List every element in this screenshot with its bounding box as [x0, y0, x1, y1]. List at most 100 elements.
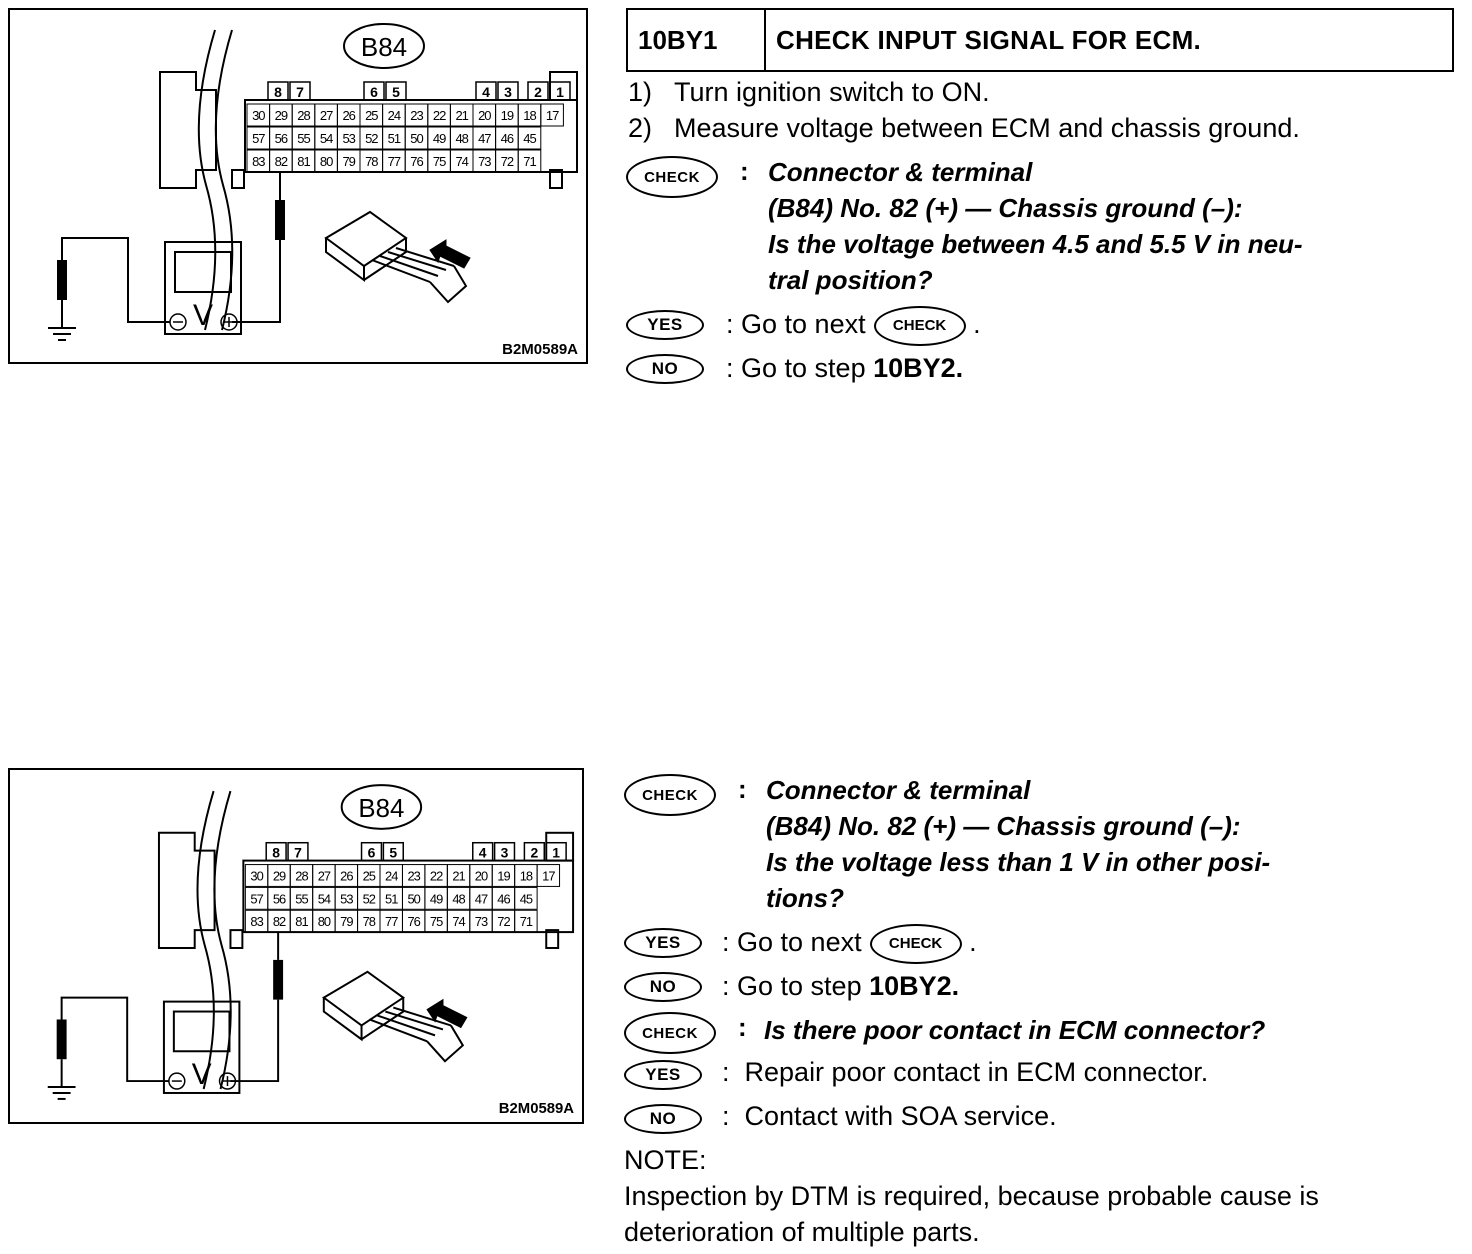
terminal-label: 25: [365, 108, 378, 123]
terminal-cell: [287, 841, 309, 862]
terminal-label: 2: [534, 84, 542, 100]
terminal-label: 52: [365, 131, 378, 146]
terminal-label: 50: [407, 891, 420, 906]
terminal-cell: [536, 864, 561, 887]
connector-tab: [545, 929, 560, 949]
terminal-label: 48: [455, 131, 468, 146]
connector-label-ellipse: [340, 784, 423, 830]
no-answer-1: : Go to step 10BY2.: [726, 353, 964, 383]
positive-sign: [222, 1076, 233, 1087]
terminal-label: 74: [452, 914, 465, 929]
terminal-cell: [545, 841, 567, 862]
instruction-2: 2)Measure voltage between ECM and chassi…: [628, 112, 1300, 144]
terminal-cell: [360, 841, 383, 862]
terminal-label: 83: [252, 154, 265, 169]
terminal-label: 49: [430, 891, 443, 906]
terminal-label: 56: [275, 131, 288, 146]
terminal-label: 82: [275, 154, 288, 169]
terminal-label: 20: [475, 868, 488, 883]
terminal-label: 76: [410, 154, 423, 169]
terminal-cell: [493, 841, 516, 862]
terminal-label: 54: [320, 131, 333, 146]
terminal-label: 7: [296, 84, 304, 100]
terminal-label: 48: [452, 891, 465, 906]
negative-lead: [61, 237, 170, 323]
check-line: (B84) No. 82 (+) — Chassis ground (–):: [768, 193, 1243, 223]
terminal-label: 29: [275, 108, 288, 123]
terminal-label: 52: [363, 891, 376, 906]
terminal-label: 56: [273, 891, 286, 906]
check-line: Is the voltage between 4.5 and 5.5 V in …: [768, 229, 1303, 259]
note-label: NOTE:: [624, 1145, 707, 1175]
voltmeter-symbol: V: [192, 1058, 212, 1091]
positive-terminal: [220, 313, 238, 331]
terminal-label: 54: [318, 891, 331, 906]
terminal-cell: [540, 103, 564, 127]
check-line: tions?: [766, 883, 844, 913]
terminal-label: 51: [388, 131, 401, 146]
terminal-label: 73: [475, 914, 488, 929]
terminal-label: 76: [407, 914, 420, 929]
terminal-cell: [472, 841, 494, 862]
answer-text: Go to next: [741, 309, 866, 340]
terminal-label: 80: [318, 914, 331, 929]
plug-face: [322, 970, 405, 1027]
terminal-label: 81: [295, 914, 308, 929]
plug-wires: [369, 1006, 452, 1043]
terminal-label: 75: [433, 154, 446, 169]
terminal-label: 26: [340, 868, 353, 883]
colon: :: [740, 156, 749, 186]
colon: :: [738, 774, 747, 804]
terminal-label: 77: [388, 154, 401, 169]
terminal-label: 21: [452, 868, 465, 883]
insert-arrow: [426, 998, 468, 1029]
terminal-label: 1: [552, 845, 560, 861]
ground-probe: [56, 1019, 67, 1060]
terminal-label: 24: [385, 868, 398, 883]
no-badge: NO: [624, 972, 702, 1002]
terminal-label: 5: [389, 845, 397, 861]
positive-lead: [232, 240, 281, 323]
terminal-label: 80: [320, 154, 333, 169]
step-header: 10BY1 CHECK INPUT SIGNAL FOR ECM.: [626, 8, 1454, 72]
terminal-label: 6: [370, 84, 378, 100]
terminal-label: 18: [520, 868, 533, 883]
terminal-label: 77: [385, 914, 398, 929]
terminal-label: 24: [388, 108, 401, 123]
connector-housing: [159, 71, 217, 189]
no-answer-2: : Go to step 10BY2.: [722, 971, 960, 1001]
terminal-cell: [475, 81, 497, 101]
wire-sleeve: [429, 265, 468, 304]
terminal-cell: [267, 81, 289, 101]
answer-text: Go to next: [737, 927, 862, 958]
terminal-label: 19: [501, 108, 514, 123]
terminal-label: 47: [478, 131, 491, 146]
connector-label-ellipse: [343, 23, 425, 69]
check-badge-inline: CHECK: [873, 306, 966, 346]
terminal-label: 19: [497, 868, 510, 883]
terminal-label: 55: [297, 131, 310, 146]
instruction-number: 2): [628, 113, 653, 143]
insert-arrow: [429, 239, 471, 269]
positive-terminal: [218, 1072, 237, 1090]
connector-label: B84: [358, 795, 404, 823]
terminal-label: 81: [297, 154, 310, 169]
terminal-cell: [527, 81, 549, 101]
connector-housing: [157, 831, 216, 949]
break-line: [197, 29, 217, 331]
terminal-label: 1: [556, 84, 564, 100]
figure-code: B2M0589A: [499, 1101, 574, 1117]
terminal-label: 57: [250, 891, 263, 906]
terminal-label: 49: [433, 131, 446, 146]
step-title: CHECK INPUT SIGNAL FOR ECM.: [776, 24, 1202, 55]
terminal-label: 79: [340, 914, 353, 929]
terminal-label: 20: [478, 108, 491, 123]
note: NOTE: Inspection by DTM is required, bec…: [624, 1142, 1464, 1250]
terminal-label: 3: [501, 845, 509, 861]
terminal-label: 50: [410, 131, 423, 146]
terminal-label: 23: [407, 868, 420, 883]
